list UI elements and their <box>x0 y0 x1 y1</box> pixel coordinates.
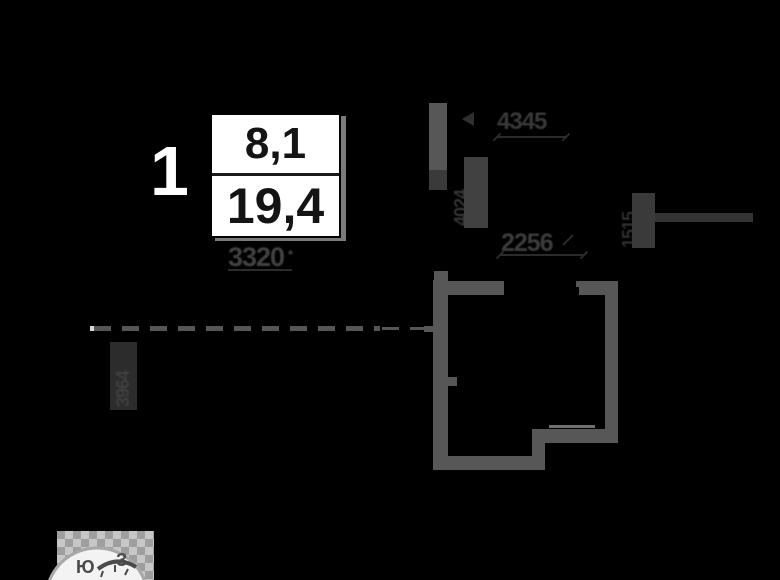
compass-dial-arc <box>96 559 138 571</box>
wall-opening-slit-lower <box>448 347 451 370</box>
dimension-label-section-vertical: 3964 <box>113 370 133 407</box>
wall-room-left <box>433 280 448 470</box>
section-dim-block <box>110 342 137 410</box>
compass-dial-ticks <box>100 565 129 578</box>
section-line-start-tick <box>90 326 94 331</box>
section-dashed-line-thin <box>382 327 428 330</box>
compass-south-label: Ю <box>76 557 95 577</box>
dimension-tick <box>562 234 574 246</box>
dimension-label-middle: 2256 <box>501 229 554 257</box>
compass-rose: Ю З <box>48 546 146 580</box>
wall-room-bottom-right <box>532 429 618 443</box>
wall-room-right <box>605 281 618 438</box>
compass: Ю З <box>43 545 151 580</box>
dimension-line-middle <box>500 254 585 256</box>
wall-door-nub <box>448 377 457 386</box>
wall-room-top-left-segment <box>448 281 504 295</box>
dimension-label-width: 3320 <box>228 242 285 272</box>
compass-west-label: З <box>116 550 127 570</box>
area-info-box: 8,1 19,4 <box>210 113 341 238</box>
compass-circle <box>48 546 146 580</box>
dimension-tick <box>579 250 589 260</box>
dimension-line-width <box>228 269 292 271</box>
dimension-line-top <box>497 136 567 138</box>
wall-room-bottom <box>433 456 545 470</box>
section-dashed-line <box>94 326 380 331</box>
door-swing-arrow <box>462 112 474 126</box>
dimension-tick <box>561 132 571 142</box>
wall-opening-slit-upper <box>448 312 451 341</box>
wall-room-top-stub <box>434 271 448 280</box>
dimension-label-top: 4345 <box>497 108 547 135</box>
unit-number: 1 <box>150 132 189 210</box>
wall-upper-middle <box>464 157 488 228</box>
window-line <box>549 425 595 428</box>
wall-right-extension <box>655 213 753 222</box>
wall-room-left-stub <box>424 326 433 332</box>
wall-right-block <box>632 193 655 248</box>
room-area-value: 8,1 <box>212 115 339 176</box>
total-area-value: 19,4 <box>226 178 325 234</box>
wall-top-left <box>429 103 447 173</box>
wall-top-left-dark <box>429 170 447 190</box>
dimension-width-mark: * <box>288 247 293 262</box>
door-jamb-notch <box>576 287 579 295</box>
